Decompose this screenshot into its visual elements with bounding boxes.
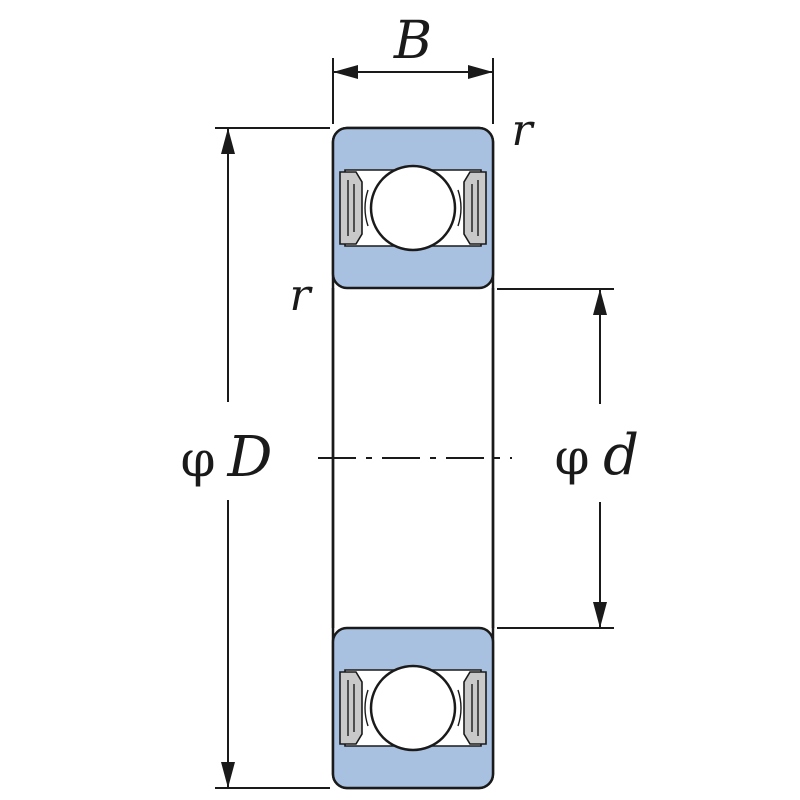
bottom-ring-section — [331, 626, 495, 790]
radius-label-top: r — [511, 105, 535, 156]
top-left-seal-lines — [347, 180, 355, 236]
top-ring-section — [331, 126, 495, 290]
bottom-left-seal — [339, 671, 363, 745]
bore-arrow-bottom — [593, 602, 607, 628]
width-arrow-right — [468, 65, 493, 79]
bottom-cage-right — [457, 689, 462, 727]
bore-phi-symbol: φ — [554, 428, 589, 486]
bottom-left-seal-lines — [347, 680, 355, 736]
outer-arrow-top — [221, 128, 235, 154]
top-right-seal-lines — [471, 180, 479, 236]
top-left-seal — [339, 171, 363, 245]
bore-diameter-dimension: φ d — [497, 288, 639, 629]
bore-diameter-label: d — [603, 423, 639, 488]
top-right-seal — [463, 171, 487, 245]
width-dimension: B — [332, 11, 494, 124]
outer-phi-symbol: φ — [180, 430, 215, 488]
width-arrow-left — [333, 65, 358, 79]
outer-arrow-bottom — [221, 762, 235, 788]
radius-label-bore: r — [289, 270, 313, 321]
bottom-ball — [369, 664, 457, 752]
width-label: B — [393, 11, 432, 71]
top-cage-left — [364, 189, 369, 227]
bottom-cage-left — [364, 689, 369, 727]
top-cage-right — [457, 189, 462, 227]
bottom-right-seal — [463, 671, 487, 745]
outer-diameter-dimension: φ D — [180, 127, 330, 789]
bottom-right-seal-lines — [471, 680, 479, 736]
top-ball — [369, 164, 457, 252]
bearing-cross-section — [331, 126, 495, 790]
bore-arrow-top — [593, 289, 607, 315]
outer-diameter-label: D — [227, 425, 273, 490]
